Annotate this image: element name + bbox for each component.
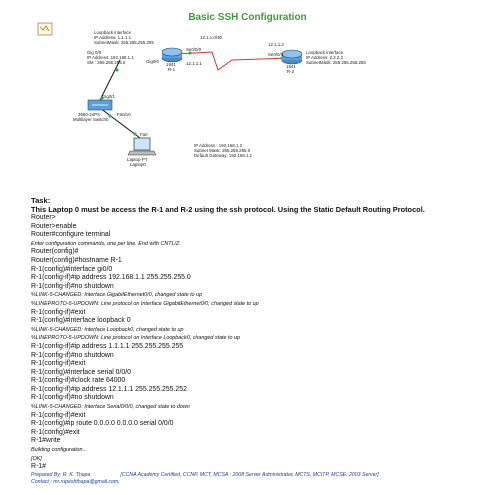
r1-model: 1941 <box>166 62 176 67</box>
cli-line: Router#configure terminal <box>31 231 111 239</box>
cli-line: %LINK-5-CHANGED: Interface Serial0/0/0, … <box>31 404 190 411</box>
laptop-ip-config: IP Address : 192.168.1.2 Subnet Mask: 25… <box>194 143 253 158</box>
cli-line: %LINEPROTO-5-UPDOWN: Line protocol on In… <box>31 335 241 342</box>
cli-line: R-1(config-if)#no shutdown <box>31 351 114 359</box>
cli-line: %LINK-5-CHANGED: Interface Loopback0, ch… <box>31 326 184 333</box>
r1-name: R-1 <box>168 67 176 72</box>
cli-line: R-1(config-if)#ip address 1.1.1.1 255.25… <box>31 342 184 350</box>
cli-line: Router>enable <box>31 222 77 230</box>
r2-serial-ip: 12.1.1.2 <box>268 42 284 47</box>
switch-fa-port: Fa0/10 <box>117 112 131 117</box>
note-icon <box>37 22 53 36</box>
cli-line: Building configuration... <box>31 447 88 454</box>
cli-line: R-1(config)#ip route 0.0.0.0 0.0.0.0 ser… <box>31 420 174 428</box>
network-topology <box>87 47 303 156</box>
cli-line: R-1(config-if)#exit <box>31 411 86 419</box>
cli-line: %LINEPROTO-5-UPDOWN: Line protocol on In… <box>31 300 259 307</box>
switch-icon <box>87 99 113 111</box>
cli-line: R-1#write <box>31 437 61 445</box>
laptop-name: Laptop0 <box>130 162 146 167</box>
laptop-icon <box>127 137 157 156</box>
cli-line: R-1(config)#interface gi0/0 <box>31 265 113 273</box>
cli-line: R-1(config)#exit <box>31 428 80 436</box>
cli-line: R-1(config-if)#exit <box>31 308 86 316</box>
footer-prepared: Prepared By: R. K. Thapa <box>31 472 91 478</box>
r1-gig-iface: Gig0/0 <box>146 59 159 64</box>
footer: Prepared By: R. K. Thapa [CCNA Academy Ce… <box>31 472 491 486</box>
cli-line: R-1# <box>31 463 46 471</box>
cli-line: R-1(config-if)#ip address 192.168.1.1 25… <box>31 274 191 282</box>
cli-line: Router(config)#hostname R-1 <box>31 256 122 264</box>
cli-line: R-1(config-if)#exit <box>31 360 86 368</box>
task-heading: Task: <box>31 196 51 205</box>
cli-line: Router> <box>31 214 56 221</box>
router-r1-icon <box>161 47 183 63</box>
task-description: This Laptop 0 must be access the R-1 and… <box>31 205 425 214</box>
cli-line: R-1(config-if)#no shutdown <box>31 394 114 402</box>
r1-gig-info: Gig 0/0 IP Address: 192.168.1.1 SM : 255… <box>87 50 134 65</box>
laptop-model: Laptop-PT <box>127 157 148 162</box>
cli-line: R-1(config-if)#clock rate 64000 <box>31 377 126 385</box>
r2-loopback-info: Loopback interface IP Address: 2.2.2.2 S… <box>306 50 366 65</box>
router-r2-icon <box>281 49 303 65</box>
switch-top-port: Gig0/1 <box>102 94 115 99</box>
r2-name: R-2 <box>287 69 295 74</box>
cli-line: R-1(config)#interface loopback 0 <box>31 317 131 325</box>
footer-contact: Contact : mr.rupeshthapa@gmail.com, <box>31 479 120 485</box>
r2-serial-iface: Se0/0/0 <box>268 52 284 57</box>
cli-line: R-1(config-if)#no shutdown <box>31 282 114 290</box>
cli-line: Router(config)# <box>31 248 79 256</box>
r1-loopback-info: Loopback interface IP Address: 1.1.1.1 S… <box>94 30 154 45</box>
cli-line: Enter configuration commands, one per li… <box>31 240 181 247</box>
footer-certifications: [CCNA Academy Certified, CCNP, MCT, MCSA… <box>120 472 379 478</box>
r1-serial-iface: Se0/0/0 <box>186 47 202 52</box>
switch-model: 3560-24PS <box>78 112 100 117</box>
r2-model: 1941 <box>286 64 296 69</box>
cli-line: %LINK-5-CHANGED: Interface GigabitEthern… <box>31 292 203 299</box>
cli-line: R-1(config-if)#ip address 12.1.1.1 255.2… <box>31 385 187 393</box>
cli-line: R-1(config)#interface serial 0/0/0 <box>31 368 131 376</box>
r1-serial-ip: 12.1.1.1 <box>186 61 202 66</box>
serial-network-label: 12.1.1.0/30 <box>200 35 222 40</box>
page-title: Basic SSH Configuration <box>188 12 307 23</box>
task-section: Task: This Laptop 0 must be access the R… <box>31 196 491 214</box>
laptop-port: Fa0 <box>140 132 148 137</box>
cli-line: [OK] <box>31 455 42 462</box>
switch-name: Multilayer Switch0 <box>73 117 109 122</box>
